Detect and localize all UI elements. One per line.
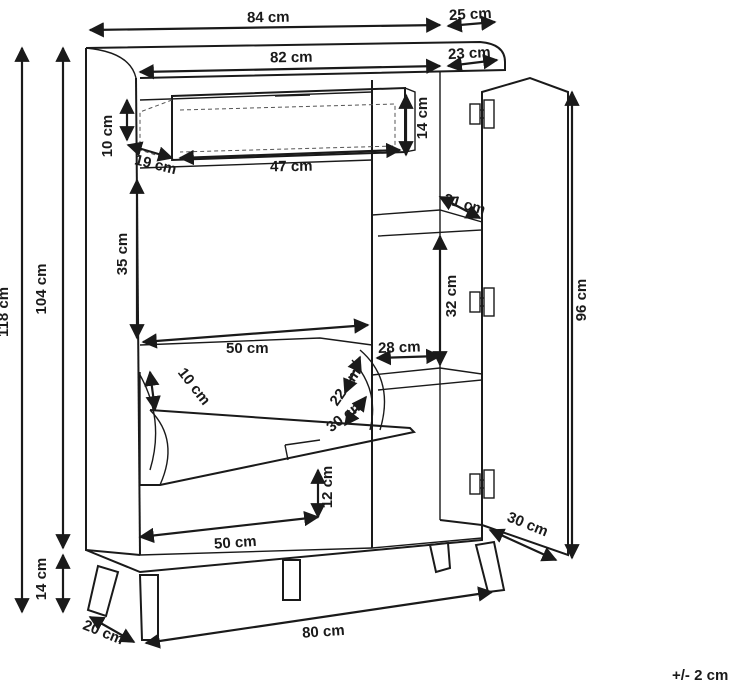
- label-width-total: 84 cm: [247, 9, 290, 27]
- label-door-height: 96 cm: [573, 279, 590, 322]
- label-depth-inner: 23 cm: [448, 44, 491, 63]
- hinge-middle-icon: [469, 287, 495, 317]
- label-base-width: 80 cm: [302, 622, 346, 642]
- dimension-lines: [14, 15, 580, 649]
- label-height-total: 118 cm: [0, 287, 12, 337]
- label-leg-height: 14 cm: [33, 558, 50, 601]
- label-shelf-height: 32 cm: [443, 275, 460, 318]
- label-shelf-width: 28 cm: [378, 338, 421, 356]
- label-tolerance: +/- 2 cm: [672, 667, 728, 684]
- label-shoe-tilt-depth: 10 cm: [174, 365, 214, 409]
- cabinet-door: [469, 76, 569, 557]
- label-bottom-width: 50 cm: [214, 533, 258, 553]
- label-drawer-height: 10 cm: [99, 115, 116, 158]
- label-compartment-width: 50 cm: [226, 340, 269, 357]
- label-shelf-depth: 21 cm: [442, 190, 488, 218]
- hinge-bottom-icon: [469, 469, 495, 499]
- label-depth-total: 25 cm: [449, 5, 492, 24]
- label-drawer-width: 47 cm: [270, 158, 313, 176]
- label-height-body: 104 cm: [33, 264, 50, 315]
- hinge-top-icon: [469, 99, 495, 129]
- label-compartment-height: 35 cm: [114, 233, 131, 276]
- label-leg-depth: 20 cm: [80, 617, 126, 649]
- label-drawer-side: 14 cm: [414, 97, 431, 140]
- label-shoe-flap-height: 12 cm: [319, 466, 336, 509]
- label-width-inner: 82 cm: [270, 49, 313, 67]
